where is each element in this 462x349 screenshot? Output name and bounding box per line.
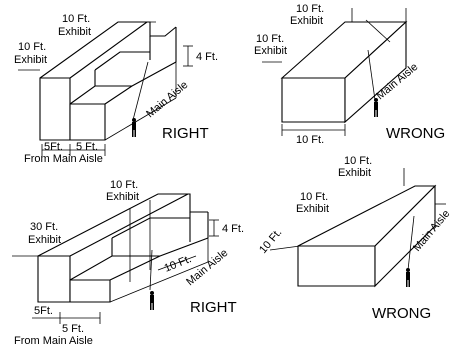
label-10ft-top: 10 Ft. — [344, 155, 372, 167]
person-figure-icon — [406, 268, 410, 287]
booth-back-wall-top — [37, 193, 208, 257]
aisle-arrow — [407, 215, 415, 271]
booth-front-low-face — [69, 279, 111, 303]
label-10ft-top: 10 Ft. — [110, 179, 138, 191]
verdict-wrong-bottom: WRONG — [372, 305, 431, 322]
label-30ft: 30 Ft. — [30, 221, 58, 233]
label-10ft-top: 10 Ft. — [296, 3, 324, 15]
label-exhibit-top: Exhibit — [338, 167, 371, 179]
booth-middle-ledge — [94, 51, 150, 71]
booth-front-low-face — [69, 103, 106, 141]
block-side-face — [374, 184, 436, 288]
block-inner-line — [365, 19, 391, 43]
booth-solid-block — [280, 8, 408, 124]
booth-stepped-shape — [39, 21, 177, 141]
panel-bottom-left: 10 Ft. Exhibit 30 Ft. Exhibit 4 Ft. 10 F… — [12, 179, 244, 347]
label-main-aisle: Main Aisle — [184, 247, 230, 288]
label-exhibit-left: Exhibit — [254, 45, 287, 57]
label-exhibit-top: Exhibit — [106, 191, 139, 203]
person-figure-icon — [150, 291, 154, 310]
label-5ft-b: 5 Ft. — [76, 141, 98, 153]
label-10ft-top: 10 Ft. — [62, 13, 90, 25]
booth-back-wall-top — [39, 21, 177, 79]
label-exhibit-left: Exhibit — [14, 54, 47, 66]
booth-front-left-face — [37, 255, 71, 303]
label-4ft: 4 Ft. — [222, 223, 244, 235]
label-exhibit-mid: Exhibit — [296, 203, 329, 215]
label-10ft-left: 10 Ft. — [256, 33, 284, 45]
booth-inner-top-edge — [69, 193, 189, 257]
person-figure-icon — [132, 118, 136, 137]
label-exhibit-top: Exhibit — [58, 26, 91, 38]
block-front-face — [297, 245, 376, 287]
booth-long-solid-block — [297, 168, 446, 288]
aisle-arrow — [367, 49, 376, 101]
label-5ft-a: 5Ft. — [44, 141, 63, 153]
booth-base-edge — [109, 261, 209, 303]
dim-left-10ft — [269, 245, 301, 251]
panel-top-right: 10 Ft. Exhibit 10 Ft. Exhibit Main Aisle… — [254, 3, 445, 146]
block-side-face — [344, 20, 407, 124]
person-figure-icon — [374, 98, 378, 117]
aisle-arrow — [132, 61, 149, 121]
label-5ft-a: 5Ft. — [34, 305, 53, 317]
label-10ft-left: 10 Ft. — [18, 41, 46, 53]
verdict-right-top: RIGHT — [162, 125, 209, 142]
block-front-face — [281, 77, 346, 123]
booth-base-edge — [104, 97, 177, 141]
label-exhibit-top: Exhibit — [290, 15, 323, 27]
booth-low-back-edge — [69, 85, 132, 105]
verdict-right-bottom: RIGHT — [190, 299, 237, 316]
panel-top-left: 10 Ft. Exhibit 10 Ft. Exhibit 4 Ft. Main… — [14, 13, 218, 165]
aisle-arrow — [149, 249, 153, 291]
label-from-main-aisle: From Main Aisle — [14, 335, 93, 347]
label-4ft: 4 Ft. — [196, 51, 218, 63]
booth-inner-top-edge — [69, 21, 148, 79]
label-10ft-aisle: 10 Ft. — [163, 253, 194, 275]
label-5ft-b: 5 Ft. — [62, 323, 84, 335]
panel-bottom-right: 10 Ft. Exhibit 10 Ft. Exhibit 10 Ft. Mai… — [257, 155, 452, 322]
booth-low-back-edge — [69, 255, 160, 281]
label-from-main-aisle: From Main Aisle — [24, 153, 103, 165]
booth-long-stepped-shape — [37, 193, 209, 303]
label-main-aisle: Main Aisle — [144, 79, 190, 120]
booth-front-left-face — [39, 77, 71, 141]
label-10ft-left: 10 Ft. — [257, 227, 284, 256]
label-10ft-mid: 10 Ft. — [300, 191, 328, 203]
verdict-wrong-top: WRONG — [386, 125, 445, 142]
dim-aisle-10ft — [157, 255, 197, 271]
label-exhibit-left: Exhibit — [28, 234, 61, 246]
label-10ft-bottom: 10 Ft. — [296, 134, 324, 146]
